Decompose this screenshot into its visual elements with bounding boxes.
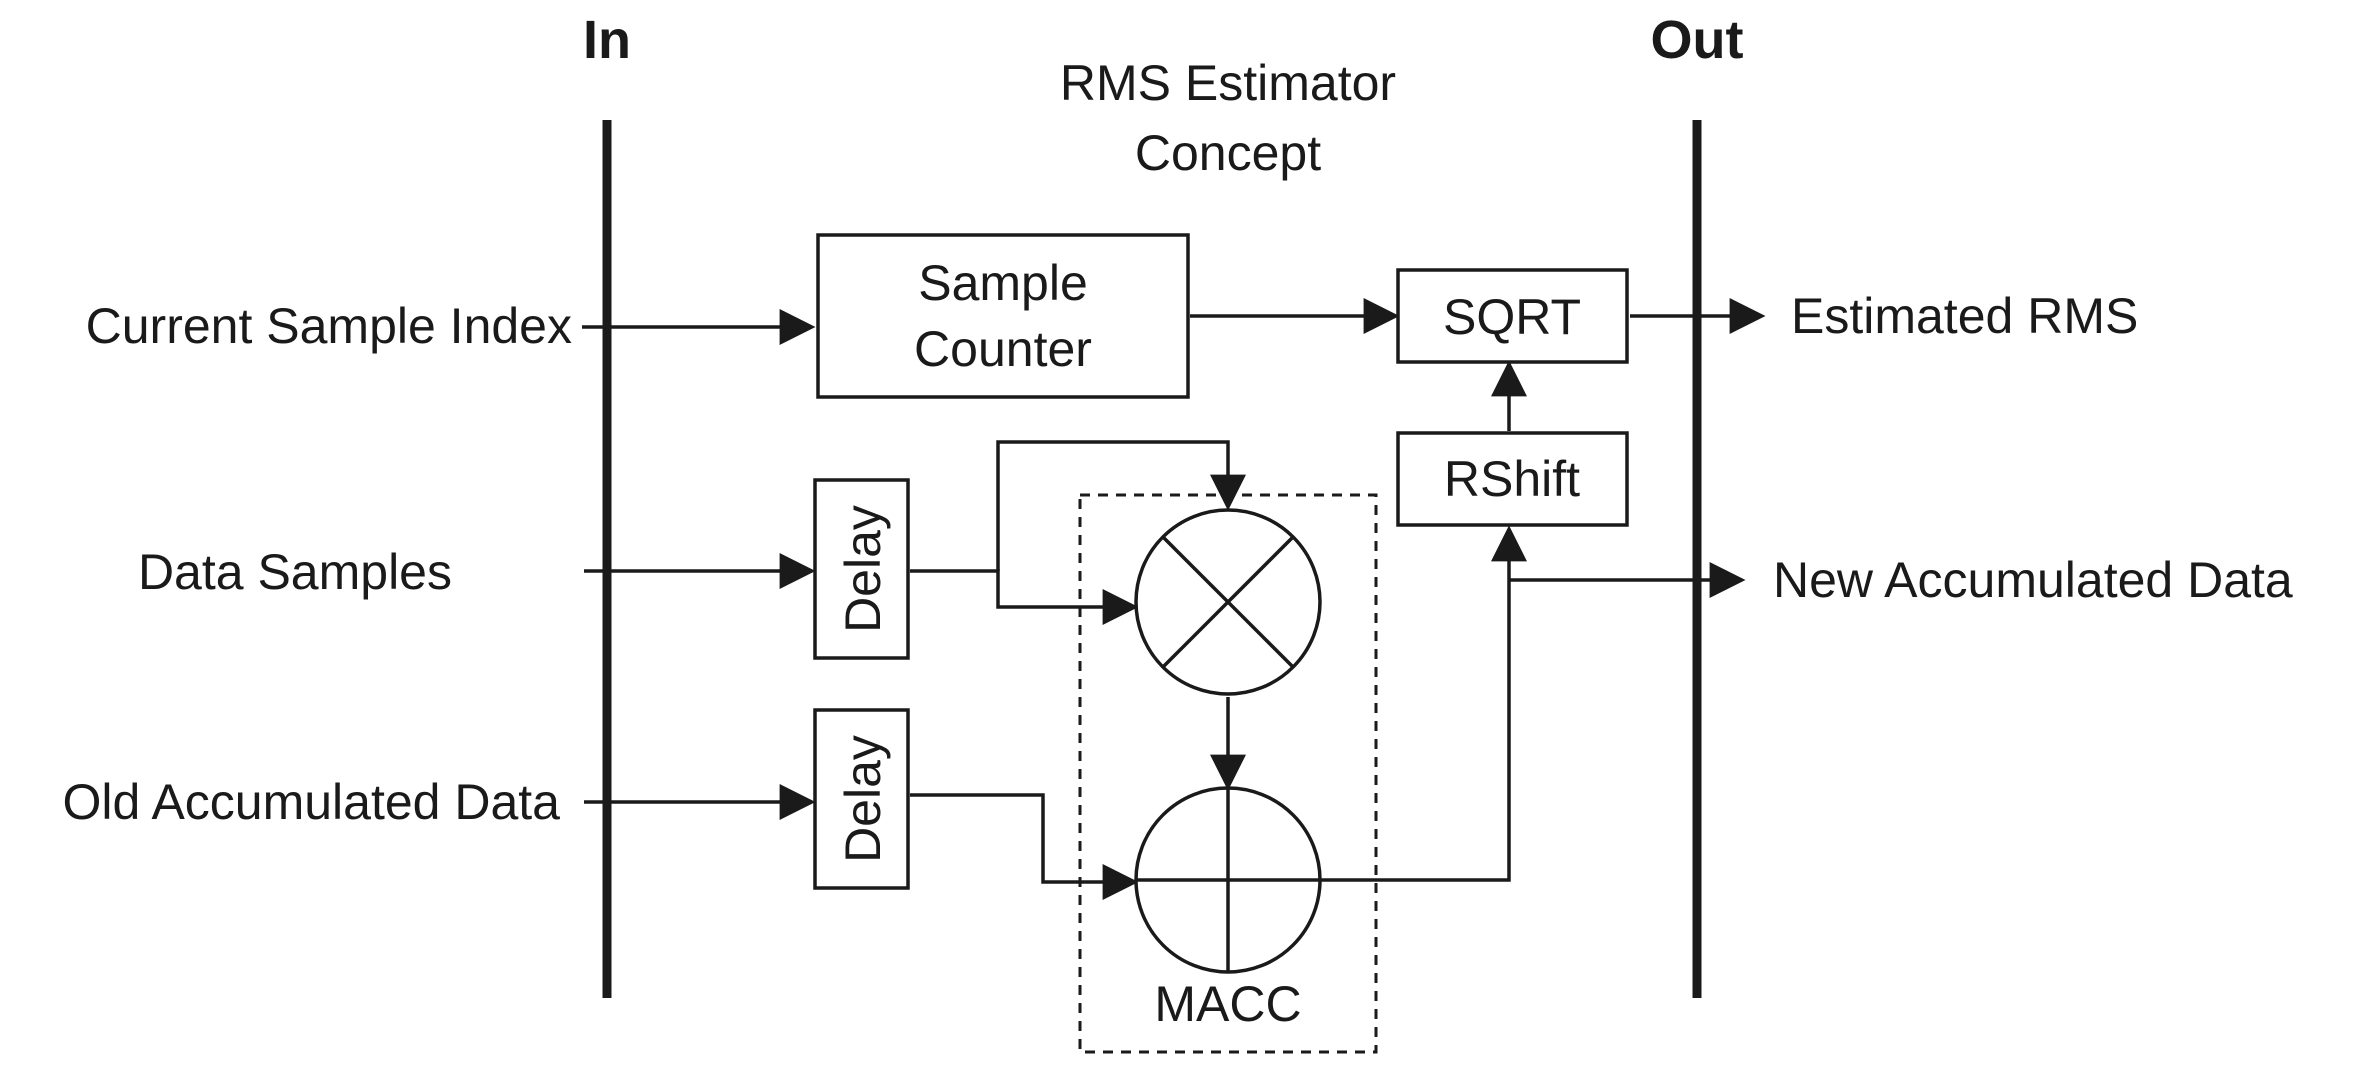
sample-counter-label-line2: Counter — [914, 321, 1092, 377]
diagram-title-line1: RMS Estimator — [1060, 55, 1396, 111]
delay-block-old-accumulated: Delay — [813, 708, 910, 890]
input-label-data-samples: Data Samples — [138, 544, 452, 600]
multiplier-icon — [1134, 508, 1322, 696]
input-label-old-accumulated-data: Old Accumulated Data — [63, 774, 561, 830]
wire-adder-to-rshift — [1320, 525, 1527, 882]
macc-label: MACC — [1154, 976, 1301, 1032]
delay-block-data-samples: Delay — [813, 478, 910, 660]
sqrt-label: SQRT — [1443, 289, 1581, 345]
rshift-label: RShift — [1444, 451, 1580, 507]
delay-label-2: Delay — [835, 735, 891, 863]
sample-counter-label-line1: Sample — [918, 255, 1088, 311]
output-label-estimated-rms: Estimated RMS — [1791, 288, 2138, 344]
diagram-title-line2: Concept — [1135, 125, 1321, 181]
in-header: In — [583, 10, 631, 70]
sqrt-block: SQRT — [1396, 268, 1629, 364]
wire-delay-to-adder — [910, 793, 1139, 900]
output-label-new-accumulated-data: New Accumulated Data — [1773, 552, 2293, 608]
wire-delay-to-multiplier-top — [996, 440, 1246, 571]
sample-counter-block: Sample Counter — [816, 233, 1190, 399]
macc-boundary — [1078, 493, 1378, 1054]
wire-delay-to-multiplier-left — [910, 569, 1139, 625]
rshift-block: RShift — [1396, 431, 1629, 527]
delay-label-1: Delay — [835, 505, 891, 633]
input-label-current-sample-index: Current Sample Index — [86, 298, 572, 354]
adder-icon — [1134, 786, 1322, 974]
out-header: Out — [1651, 10, 1744, 70]
